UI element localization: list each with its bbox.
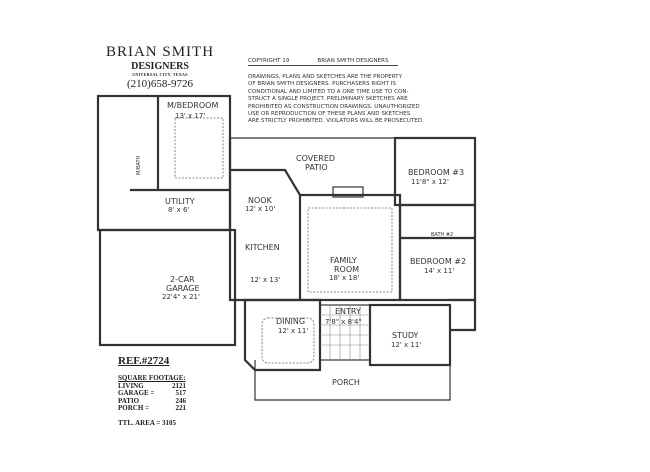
plan-reference: REF.#2724: [118, 355, 170, 367]
room-label-bedroom-2: BEDROOM #2: [410, 257, 466, 266]
room-size-study: 12' x 11': [391, 341, 421, 349]
sqft-value: 2121: [172, 381, 186, 390]
ceiling-lines: [174, 117, 393, 364]
room-label-study: STUDY: [392, 331, 419, 340]
room-label-utility: UTILITY: [165, 197, 195, 206]
sqft-value: 221: [175, 404, 187, 412]
sqft-label: PORCH =: [118, 404, 150, 412]
room-label-entry: ENTRY: [335, 307, 361, 316]
total-area: TTL. AREA = 3105: [118, 418, 177, 427]
legal-line: OF BRIAN SMITH DESIGNERS. PURCHASERS RIG…: [248, 81, 396, 88]
legal-line: USE OR REPRODUCTION OF THESE PLANS AND S…: [248, 111, 411, 118]
room-label-dining: DINING: [276, 317, 305, 326]
room-size-dining: 12' x 11': [278, 327, 308, 335]
brand-location: UNIVERSAL CITY, TEXAS: [132, 72, 188, 77]
sqft-row: LIVING 2121: [118, 381, 186, 391]
sqft-value: 517: [175, 389, 187, 397]
room-label-family-room-2: ROOM: [334, 265, 359, 274]
room-size-utility: 8' x 6': [168, 206, 189, 214]
room-label-bath-2: BATH #2: [431, 232, 453, 238]
room-size-bedroom-2: 14' x 11': [424, 267, 454, 275]
brand-phone: (210)658-9726: [127, 78, 193, 90]
sqft-row: PORCH = 221: [118, 404, 187, 413]
room-size-nook: 12' x 10': [245, 205, 275, 213]
sqft-label: PATIO: [118, 396, 140, 405]
sqft-label: LIVING: [118, 381, 144, 390]
entry-tile: [320, 305, 370, 360]
room-label-porch: PORCH: [332, 378, 360, 387]
legal-line: ARE STRICTLY PROHIBITED. VIOLATORS WILL …: [248, 118, 424, 125]
room-size-master-bedroom: 13' x 17': [175, 112, 205, 120]
copyright-company: BRIAN SMITH DESIGNERS: [317, 58, 389, 64]
sqft-value: 246: [175, 396, 187, 405]
square-footage-title: SQUARE FOOTAGE:: [118, 374, 186, 382]
legal-line: DRAWINGS, PLANS AND SKETCHES ARE THE PRO…: [248, 74, 403, 80]
room-size-entry: 7'8" x 8'4": [325, 318, 362, 326]
copyright-label: COPYRIGHT 19: [248, 58, 290, 64]
room-label-garage-2: GARAGE: [166, 284, 200, 293]
room-size-garage: 22'4" x 21': [162, 293, 200, 301]
room-label-master-bath: M/BATH: [136, 155, 142, 175]
designer-brand: BRIAN SMITH DESIGNERS UNIVERSAL CITY, TE…: [95, 44, 225, 90]
legal-line: STRUCT A SINGLE PROJECT. PRELIMINARY SKE…: [248, 96, 408, 103]
brand-name: BRIAN SMITH: [105, 44, 215, 60]
room-label-garage: 2-CAR: [170, 275, 195, 284]
legal-line: CONDITIONAL AND LIMITED TO A ONE TIME US…: [248, 88, 409, 95]
copyright-notice: COPYRIGHT 19 BRIAN SMITH DESIGNERS DRAWIN…: [248, 58, 483, 126]
square-footage-table: SQUARE FOOTAGE: LIVING 2121 GARAGE = 517 P…: [118, 374, 187, 427]
room-size-kitchen: 12' x 13': [250, 276, 280, 284]
room-label-family-room: FAMILY: [330, 256, 357, 265]
sqft-row: GARAGE = 517: [118, 389, 187, 398]
legal-line: PROHIBITED AS CONSTRUCTION DRAWINGS. UNA…: [248, 103, 420, 110]
room-label-nook: NOOK: [248, 196, 273, 205]
room-size-family-room: 18' x 18': [329, 274, 359, 282]
room-label-bedroom-3: BEDROOM #3: [408, 168, 464, 177]
room-size-bedroom-3: 11'8" x 12': [411, 178, 449, 186]
room-label-covered-patio-2: PATIO: [305, 163, 328, 172]
brand-subtitle: DESIGNERS: [131, 61, 189, 72]
walls: [96, 94, 477, 401]
room-label-covered-patio: COVERED: [296, 154, 335, 163]
sqft-label: GARAGE =: [118, 389, 155, 397]
room-label-master-bedroom: M/BEDROOM: [167, 101, 218, 110]
sqft-row: PATIO 246: [118, 396, 187, 406]
room-label-kitchen: KITCHEN: [245, 243, 280, 252]
